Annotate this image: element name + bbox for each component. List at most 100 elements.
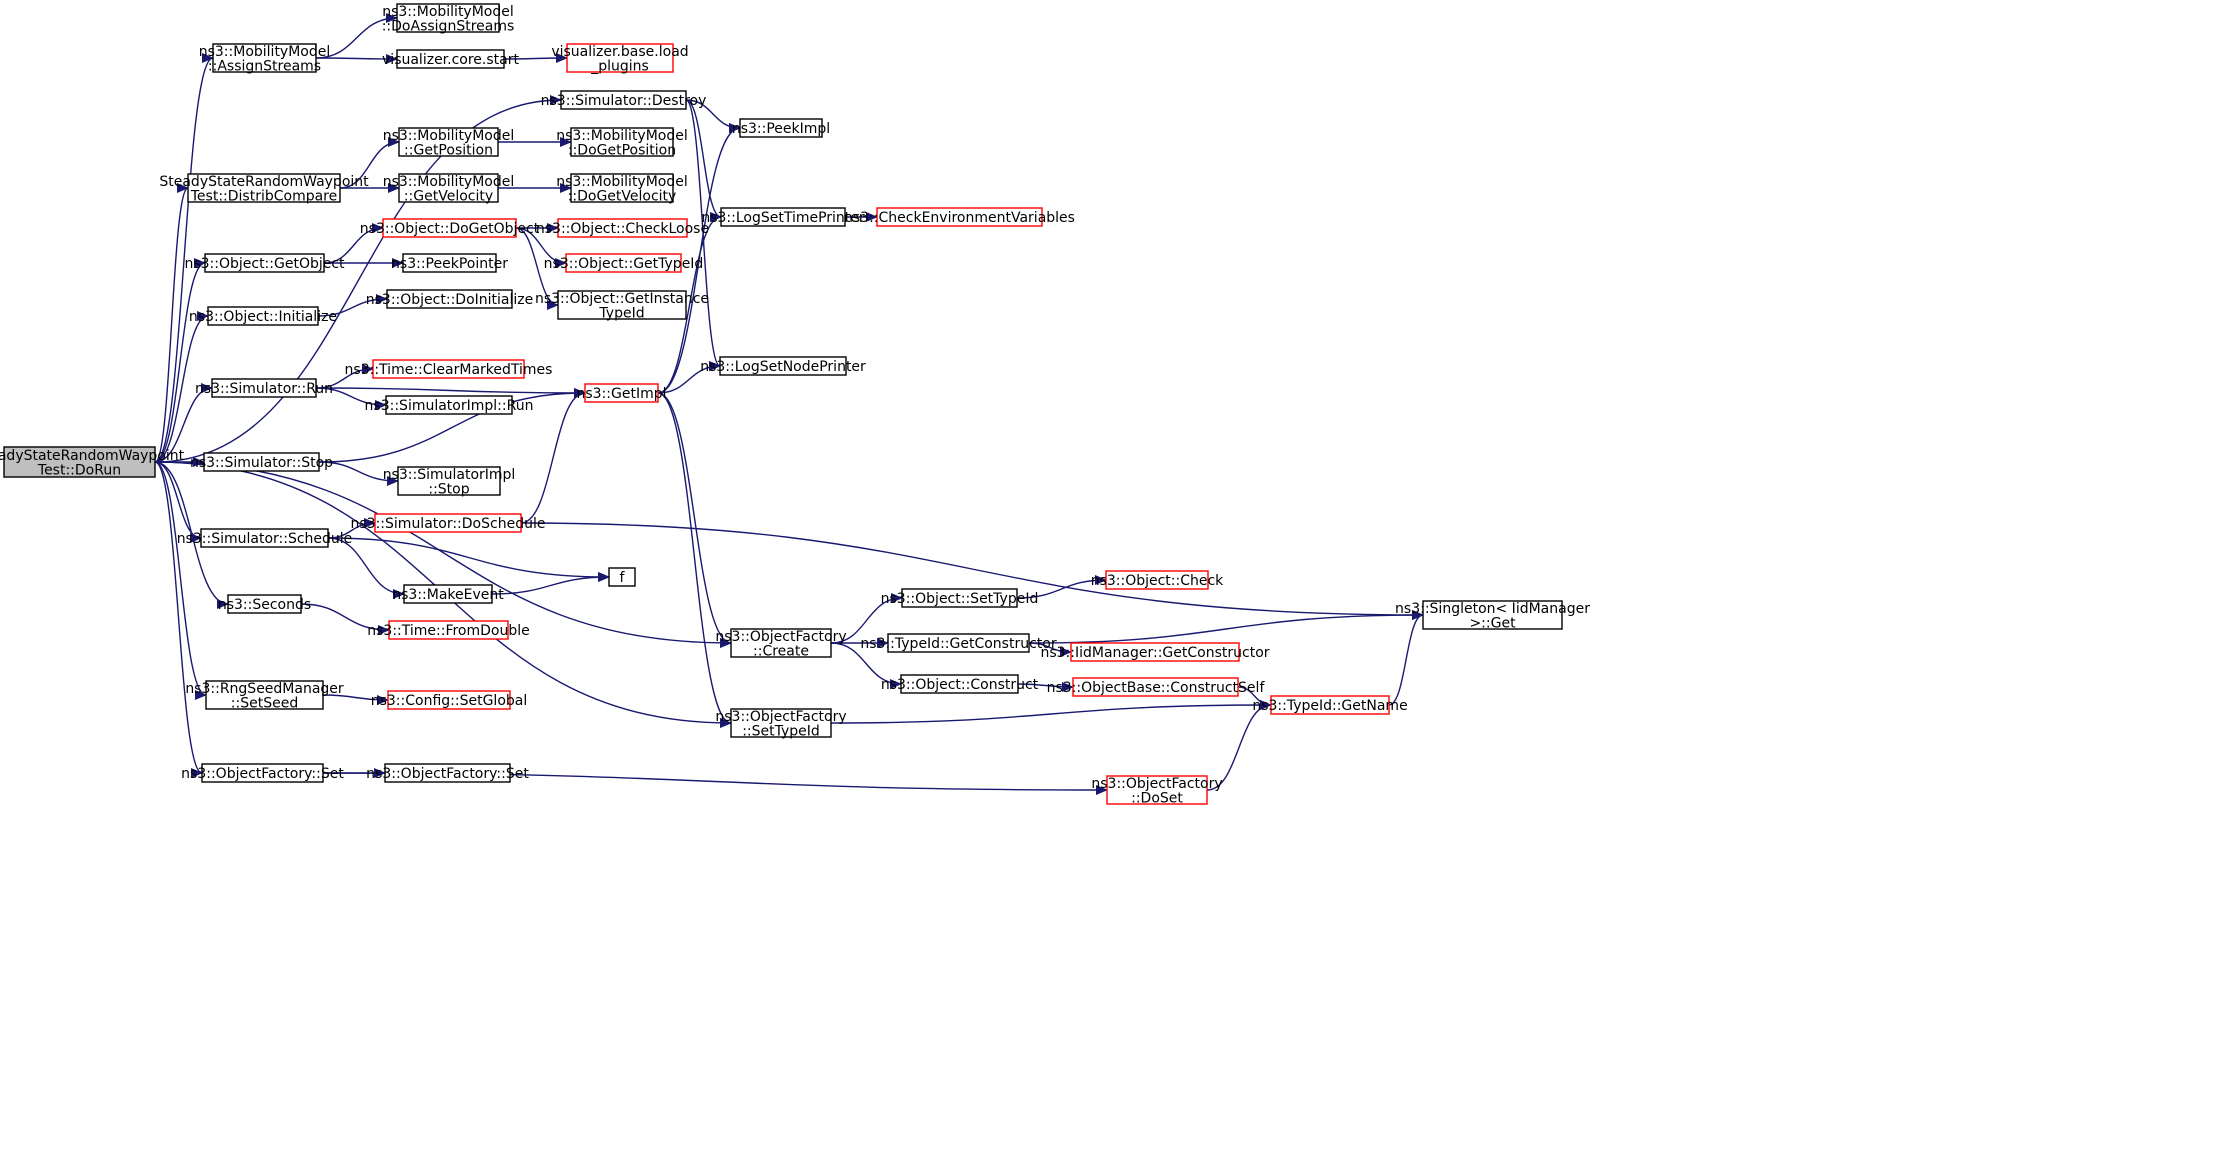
node-f[interactable]: f — [608, 567, 636, 587]
edge-sim_stop-to-simimpl_stop — [318, 461, 399, 486]
edge-root-to-rng_setseed — [154, 461, 207, 700]
node-mm_getpos[interactable]: ns3::MobilityModel::GetPosition — [383, 127, 515, 159]
node-label-line: ns3::ObjectFactory::Set — [366, 766, 529, 782]
node-time_fromdouble[interactable]: ns3::Time::FromDouble — [367, 620, 530, 640]
node-config_setglobal[interactable]: ns3::Config::SetGlobal — [371, 690, 528, 710]
node-obj_init[interactable]: ns3::Object::Initialize — [189, 306, 337, 326]
node-box — [187, 173, 341, 203]
node-of_set[interactable]: ns3::ObjectFactory::Set — [181, 763, 344, 783]
node-label-line: SteadyStateRandomWaypoint — [159, 174, 369, 190]
node-of_set2[interactable]: ns3::ObjectFactory::Set — [366, 763, 529, 783]
node-mm_dogetvel[interactable]: ns3::MobilityModel::DoGetVelocity — [556, 173, 688, 205]
node-checkenv[interactable]: ns3::CheckEnvironmentVariables — [844, 207, 1075, 227]
node-label-line: ::GetPosition — [404, 142, 493, 158]
node-singleton_get[interactable]: ns3::Singleton< IidManager>::Get — [1395, 600, 1590, 632]
node-label-line: TypeId — [598, 305, 644, 321]
node-label-line: ns3::ObjectFactory::Set — [181, 766, 344, 782]
edge-getimpl-to-of_settypeid — [657, 392, 732, 728]
node-label-line: ns3::Simulator::Destroy — [541, 93, 707, 109]
node-of_doset[interactable]: ns3::ObjectFactory::DoSet — [1091, 775, 1223, 807]
node-vis_load[interactable]: visualizer.base.load_plugins — [551, 43, 689, 75]
node-seconds[interactable]: ns3::Seconds — [218, 594, 311, 614]
node-label-line: ns3::MobilityModel — [382, 4, 514, 20]
edge-sim_schedule-to-makeevent — [327, 537, 405, 599]
node-label-line: ns3::Object::GetTypeId — [544, 256, 704, 272]
node-getimpl[interactable]: ns3::GetImpl — [576, 383, 667, 403]
edge-sim_doschedule-to-singleton_get — [520, 522, 1424, 620]
edge-getimpl-to-of_create — [657, 392, 732, 648]
node-time_clear[interactable]: ns3::Time::ClearMarkedTimes — [345, 359, 553, 379]
node-obj_checkloose[interactable]: ns3::Object::CheckLoose — [536, 218, 709, 238]
edge-root-to-mm_assign — [154, 53, 214, 463]
node-objbase_construct[interactable]: ns3::ObjectBase::ConstructSelf — [1047, 677, 1266, 697]
node-distrib[interactable]: SteadyStateRandomWaypointTest::DistribCo… — [159, 173, 369, 205]
node-rng_setseed[interactable]: ns3::RngSeedManager::SetSeed — [185, 680, 344, 712]
node-logtime[interactable]: ns3::LogSetTimePrinter — [701, 207, 865, 227]
node-box — [204, 253, 325, 273]
node-peekimpl[interactable]: ns3::PeekImpl — [732, 118, 830, 138]
node-box — [386, 289, 513, 309]
node-obj_dogetobject[interactable]: ns3::Object::DoGetObject — [360, 218, 540, 238]
node-obj_construct[interactable]: ns3::Object::Construct — [881, 674, 1039, 694]
node-mm_dogetpos[interactable]: ns3::MobilityModel::DoGetPosition — [556, 127, 688, 159]
node-box — [372, 359, 525, 379]
node-box — [396, 49, 505, 69]
node-sim_destroy[interactable]: ns3::Simulator::Destroy — [541, 90, 707, 110]
node-mm_getvel[interactable]: ns3::MobilityModel::GetVelocity — [383, 173, 515, 205]
node-sim_run[interactable]: ns3::Simulator::Run — [195, 378, 333, 398]
node-box — [730, 708, 832, 738]
edge-makeevent-to-f — [491, 572, 610, 595]
node-obj_gettypeid[interactable]: ns3::Object::GetTypeId — [544, 253, 704, 273]
node-label-line: ns3::Simulator::DoSchedule — [351, 516, 546, 532]
node-label-line: ::GetVelocity — [404, 188, 493, 204]
edges-layer — [154, 13, 1424, 795]
node-simimpl_stop[interactable]: ns3::SimulatorImpl::Stop — [383, 466, 516, 498]
edge-getimpl-to-logtime — [657, 212, 722, 394]
node-box — [557, 290, 687, 320]
node-obj_check[interactable]: ns3::Object::Check — [1091, 570, 1224, 590]
edge-sim_run-to-time_clear — [315, 364, 374, 389]
node-label-line: ns3::Object::DoGetObject — [360, 221, 540, 237]
node-typeid_getname[interactable]: ns3::TypeId::GetName — [1252, 695, 1408, 715]
node-makeevent[interactable]: ns3::MakeEvent — [392, 584, 504, 604]
node-label-line: ns3::CheckEnvironmentVariables — [844, 210, 1075, 226]
node-peekpointer[interactable]: ns3::PeekPointer — [391, 253, 508, 273]
node-box — [730, 628, 832, 658]
node-label-line: ns3::MobilityModel — [383, 128, 515, 144]
node-simimpl_run[interactable]: ns3::SimulatorImpl::Run — [365, 395, 534, 415]
node-box — [387, 690, 511, 710]
node-label-line: ::Create — [753, 643, 809, 659]
node-sim_schedule[interactable]: ns3::Simulator::Schedule — [177, 528, 353, 548]
node-label-line: ns3::ObjectFactory — [715, 629, 846, 645]
node-sim_doschedule[interactable]: ns3::Simulator::DoSchedule — [351, 513, 546, 533]
node-label-line: >::Get — [1469, 615, 1516, 631]
node-label-line: ns3::Seconds — [218, 597, 311, 613]
node-obj_getobject[interactable]: ns3::Object::GetObject — [184, 253, 345, 273]
node-lognode[interactable]: ns3::LogSetNodePrinter — [700, 356, 866, 376]
nodes-layer: SteadyStateRandomWaypointTest::DoRunns3:… — [0, 3, 1590, 807]
node-mm_doassign[interactable]: ns3::MobilityModel::DoAssignStreams — [382, 3, 515, 35]
node-box — [1105, 570, 1209, 590]
edge-obj_getobject-to-obj_dogetobject — [323, 223, 384, 264]
node-vis_start[interactable]: visualizer.core.start — [382, 49, 519, 69]
node-obj_settypeid[interactable]: ns3::Object::SetTypeId — [881, 588, 1039, 608]
edge-typeid_getname-to-singleton_get — [1388, 610, 1424, 706]
node-sim_stop[interactable]: ns3::Simulator::Stop — [190, 452, 333, 472]
node-box — [382, 218, 517, 238]
node-box — [396, 3, 500, 33]
node-iid_getctor[interactable]: ns3::IidManager::GetConstructor — [1040, 642, 1270, 662]
node-typeid_getctor[interactable]: ns3::TypeId::GetConstructor — [860, 633, 1057, 653]
node-label-line: ns3::IidManager::GetConstructor — [1040, 645, 1269, 661]
node-of_settypeid[interactable]: ns3::ObjectFactory::SetTypeId — [715, 708, 847, 740]
node-of_create[interactable]: ns3::ObjectFactory::Create — [715, 628, 847, 660]
node-box — [397, 466, 501, 496]
edge-sim_run-to-getimpl — [315, 387, 586, 398]
node-box — [403, 584, 493, 604]
node-label-line: ns3::PeekImpl — [732, 121, 830, 137]
node-mm_assign[interactable]: ns3::MobilityModel::AssignStreams — [199, 43, 331, 75]
node-label-line: ns3::Config::SetGlobal — [371, 693, 528, 709]
edge-of_doset-to-typeid_getname — [1206, 700, 1272, 791]
node-obj_doinit[interactable]: ns3::Object::DoInitialize — [366, 289, 533, 309]
